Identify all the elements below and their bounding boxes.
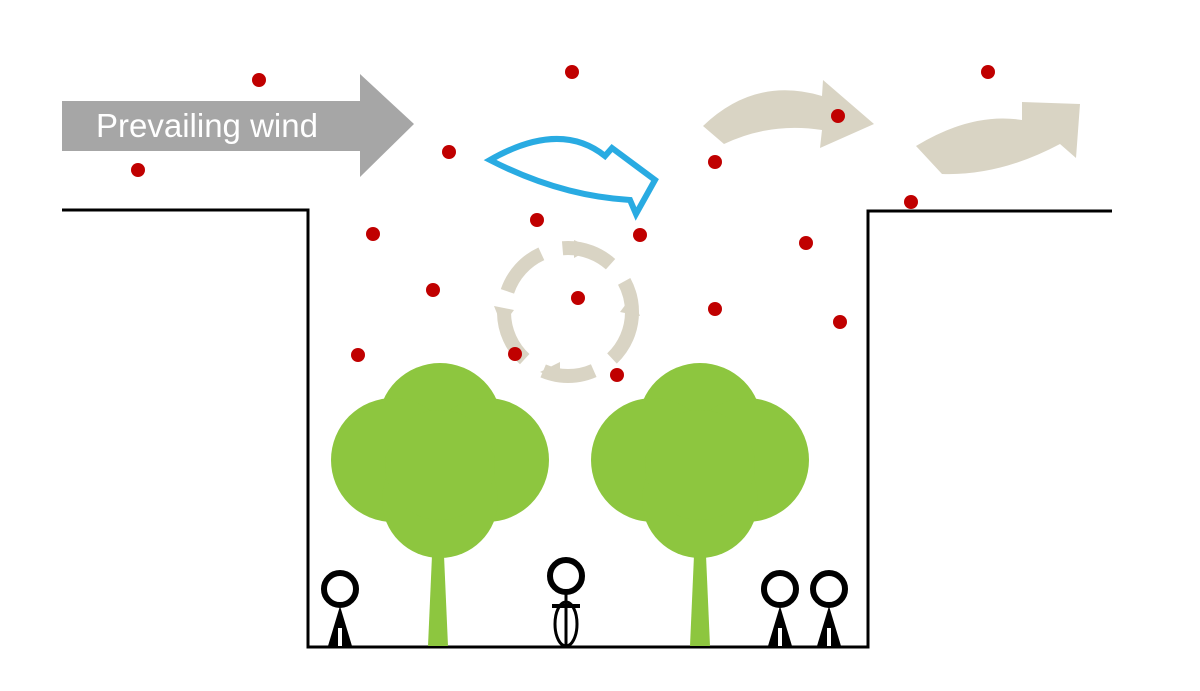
street-canyon-outline xyxy=(62,208,1112,649)
pollutant-particle-icon xyxy=(366,227,380,241)
street-tree-icon xyxy=(331,363,549,646)
pollutant-particle-icon xyxy=(708,302,722,316)
pollutant-particle-icon xyxy=(565,65,579,79)
pollutant-particle-icon xyxy=(351,348,365,362)
pollutant-particle-icon xyxy=(252,73,266,87)
pollutant-particle-icon xyxy=(131,163,145,177)
pollutant-particle-icon xyxy=(981,65,995,79)
pollutant-particle-icon xyxy=(508,347,522,361)
pedestrian-icon xyxy=(761,570,799,646)
pollutant-particle-icon xyxy=(708,155,722,169)
pollutant-particle-icon xyxy=(571,291,585,305)
recirculation-vortex-icon xyxy=(494,240,640,383)
prevailing-wind-arrow-icon: Prevailing wind xyxy=(62,74,414,177)
dispersed-airflow-arrow-icon xyxy=(916,102,1080,175)
pollutant-particle-icon xyxy=(799,236,813,250)
pedestrian-icon xyxy=(321,570,359,646)
pollutant-particle-icon xyxy=(831,109,845,123)
pollutant-particle-icon xyxy=(426,283,440,297)
pedestrian-icon xyxy=(810,570,848,646)
dispersed-airflow-arrow-icon xyxy=(703,80,874,148)
pollutant-particle-icon xyxy=(610,368,624,382)
pollutant-particle-icon xyxy=(530,213,544,227)
pollutant-particle-icon xyxy=(904,195,918,209)
cyclist-icon xyxy=(547,557,585,648)
pollutant-particle-icon xyxy=(442,145,456,159)
pollutant-particle-icon xyxy=(633,228,647,242)
prevailing-wind-label: Prevailing wind xyxy=(96,107,318,144)
pollutant-particles xyxy=(131,65,995,382)
street-tree-icon xyxy=(591,363,809,646)
deflected-airflow-arrow-icon xyxy=(483,136,659,221)
pollutant-particle-icon xyxy=(833,315,847,329)
